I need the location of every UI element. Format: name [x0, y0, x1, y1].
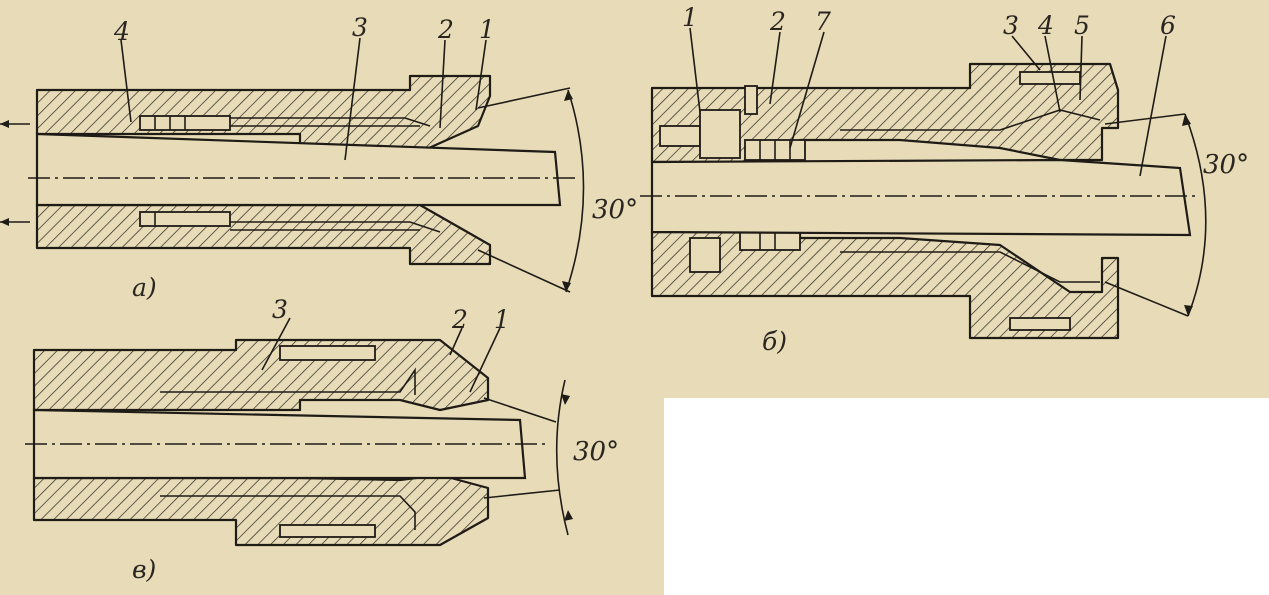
view-v-caption: в)	[132, 555, 156, 584]
view-b-label-1: 1	[682, 3, 698, 32]
view-a-label-4: 4	[113, 17, 130, 46]
view-a-angle: 30°	[592, 195, 638, 225]
view-a-drawing	[0, 37, 585, 293]
view-b-label-7: 7	[815, 7, 831, 36]
view-b-label-4: 4	[1037, 11, 1054, 40]
view-v-angle: 30°	[573, 437, 619, 467]
view-b-label-5: 5	[1074, 11, 1090, 40]
view-v-labels: 3 2 1 30° в)	[132, 295, 619, 584]
view-b-label-2: 2	[769, 7, 786, 36]
blank-area	[664, 398, 1269, 595]
view-a-caption: а)	[132, 273, 157, 302]
view-b-drawing	[640, 27, 1207, 340]
view-a-label-2: 2	[437, 15, 454, 44]
view-v-label-3: 3	[272, 295, 288, 324]
view-b-label-6: 6	[1160, 11, 1176, 40]
view-v-label-1: 1	[494, 305, 510, 334]
view-b-caption: б)	[762, 327, 787, 356]
view-v-drawing	[25, 317, 573, 547]
view-b-label-3: 3	[1003, 11, 1019, 40]
view-v-label-2: 2	[451, 305, 468, 334]
view-a-label-3: 3	[352, 13, 368, 42]
view-b-angle: 30°	[1203, 150, 1249, 180]
view-a-labels: 4 3 2 1 30° а)	[113, 13, 638, 302]
view-a-label-1: 1	[479, 15, 495, 44]
view-b-labels: 1 2 7 3 4 5 6 30° б)	[682, 3, 1249, 356]
